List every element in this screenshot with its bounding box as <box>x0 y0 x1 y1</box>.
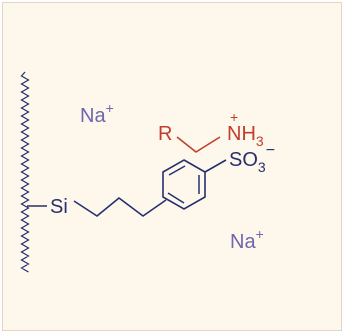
sodium-symbol: Na <box>230 231 256 253</box>
r-group-label: R <box>158 123 172 145</box>
analyte-chain <box>176 136 221 153</box>
sodium-charge: + <box>256 226 264 242</box>
sulfonate-bond <box>204 159 227 173</box>
sodium-symbol: Na <box>80 105 106 127</box>
sulfonate-label: SO3− <box>229 142 275 175</box>
propyl-chain <box>73 197 167 217</box>
sodium-charge: + <box>106 100 114 116</box>
sodium-ion-top: Na+ <box>80 100 114 127</box>
sulfonate-group: SO <box>229 149 258 171</box>
sodium-ion-bottom: Na+ <box>230 226 264 253</box>
benzene-double-bond <box>167 192 185 204</box>
surface-wavy-line <box>20 71 30 273</box>
sulfonate-charge: − <box>266 142 275 159</box>
benzene-double-bond <box>168 165 186 176</box>
ammonium-label: NH3 <box>227 123 264 149</box>
ammonium-charge: + <box>230 109 238 125</box>
ammonium-group: NH <box>227 123 256 145</box>
sulfonate-subscript: 3 <box>258 159 266 175</box>
silicon-label: Si <box>50 196 68 218</box>
ammonium-subscript: 3 <box>256 133 264 149</box>
